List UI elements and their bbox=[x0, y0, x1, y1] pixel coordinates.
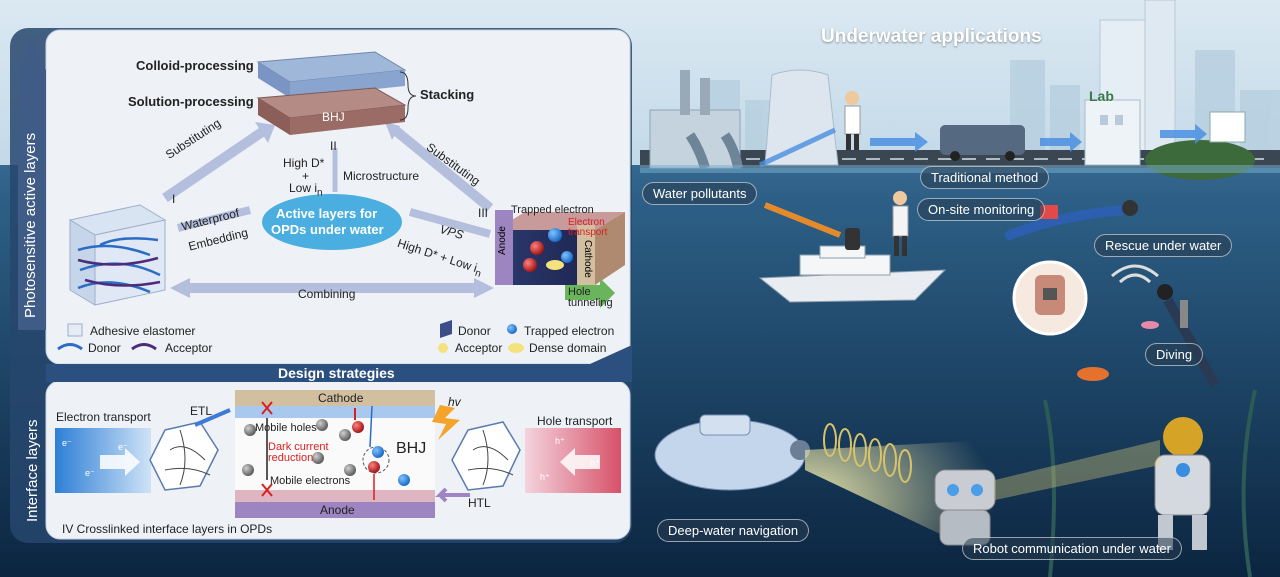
etl-label: ETL bbox=[190, 404, 213, 418]
legend-trapped: Trapped electron bbox=[524, 324, 615, 338]
interface-caption: IV Crosslinked interface layers in OPDs bbox=[62, 522, 273, 536]
solution-processing-label: Solution-processing bbox=[128, 94, 254, 109]
deep-water-navigation-label: Deep-water navigation bbox=[657, 519, 810, 542]
roman-iii: III bbox=[478, 206, 489, 220]
legend-adhesive: Adhesive elastomer bbox=[90, 324, 196, 338]
robot-communication-label: Robot communication under water bbox=[962, 537, 1182, 560]
center-title-line2: OPDs under water bbox=[271, 222, 384, 237]
electron-symbol: e⁻ bbox=[62, 438, 72, 448]
electron-symbol: e⁻ bbox=[118, 442, 128, 452]
cathode-label: Cathode bbox=[318, 391, 364, 405]
bhj-interface-label: BHJ bbox=[396, 440, 427, 457]
hole-tunneling-label: Hole tunneling bbox=[568, 286, 613, 309]
hole-symbol: h⁺ bbox=[540, 472, 550, 482]
mobile-electrons-label: Mobile electrons bbox=[270, 475, 351, 487]
hole-symbol: h⁺ bbox=[555, 436, 565, 446]
roman-i: I bbox=[172, 192, 176, 206]
high-d-label: High D* bbox=[283, 156, 325, 170]
sidebar-interface-layers: Interface layers bbox=[24, 419, 41, 522]
htl-label: HTL bbox=[468, 496, 491, 510]
water-pollutants-label: Water pollutants bbox=[642, 182, 758, 205]
electron-transport-title: Electron transport bbox=[56, 410, 151, 424]
legend-acceptor2: Acceptor bbox=[455, 341, 503, 355]
rescue-label: Rescue under water bbox=[1094, 234, 1233, 257]
legend-acceptor: Acceptor bbox=[165, 341, 213, 355]
low-in-label: Low in bbox=[289, 181, 323, 199]
cathode-vertical-label: Cathode bbox=[582, 240, 593, 278]
dark-current-label: Dark current reduction bbox=[268, 441, 329, 464]
combining-label: Combining bbox=[298, 287, 356, 301]
bhj-top-label: BHJ bbox=[322, 110, 345, 124]
diving-label: Diving bbox=[1145, 343, 1204, 366]
stacking-label: Stacking bbox=[420, 87, 475, 102]
anode-vertical-label: Anode bbox=[497, 226, 508, 255]
hole-symbol: h⁺ bbox=[590, 458, 600, 468]
sidebar-active-layers: Photosensitive active layers bbox=[22, 132, 39, 318]
hole-transport-title: Hole transport bbox=[537, 414, 613, 428]
center-title-line1: Active layers for bbox=[276, 206, 378, 221]
legend-donor2: Donor bbox=[458, 324, 491, 338]
anode-label: Anode bbox=[320, 503, 355, 517]
microstructure-label: Microstructure bbox=[343, 169, 420, 183]
trapped-electron-label: Trapped electron bbox=[511, 204, 594, 216]
electron-symbol: e⁻ bbox=[85, 468, 95, 478]
colloid-processing-label: Colloid-processing bbox=[136, 58, 254, 73]
design-strategies-title: Design strategies bbox=[278, 365, 395, 381]
electron-transport-label: Electron transport bbox=[568, 217, 608, 238]
plus-label: + bbox=[302, 169, 310, 183]
underwater-title: Underwater applications bbox=[821, 26, 1042, 47]
legend-donor: Donor bbox=[88, 341, 121, 355]
hv-label: hv bbox=[448, 395, 461, 409]
mobile-holes-label: Mobile holes bbox=[255, 422, 317, 434]
traditional-method-label: Traditional method bbox=[920, 166, 1050, 189]
legend-dense: Dense domain bbox=[529, 341, 607, 355]
lab-sign: Lab bbox=[1089, 88, 1114, 104]
on-site-monitoring-label: On-site monitoring bbox=[917, 198, 1046, 221]
roman-ii: II bbox=[330, 139, 337, 153]
